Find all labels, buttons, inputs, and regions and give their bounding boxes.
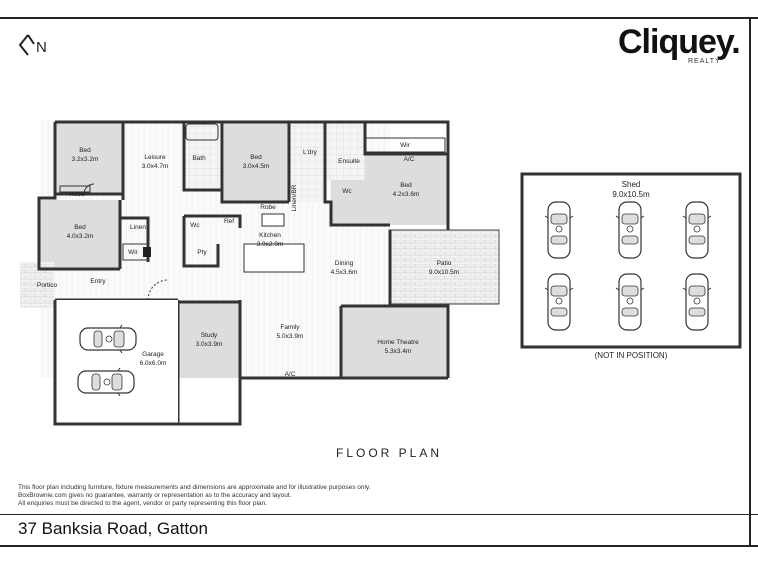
car-icon (544, 273, 574, 331)
room-bed-master-size: 4.2x3.6m (393, 191, 420, 198)
disclaimer: This floor plan including furniture, fix… (18, 484, 371, 508)
room-bed3-name: Bed (74, 224, 86, 231)
car-icon (79, 324, 137, 354)
room-study-size: 3.0x3.9m (196, 341, 223, 348)
room-garage-name: Garage (142, 351, 164, 358)
car-icon (615, 273, 645, 331)
room-wir-master: Wir (400, 142, 411, 149)
room-portico: Portico (37, 282, 58, 289)
room-ref: Ref (224, 218, 234, 225)
car-icon (682, 273, 712, 331)
top-border (0, 17, 758, 19)
room-bed1-size: 3.2x3.2m (72, 156, 99, 163)
room-linen-br: Linen/BR (291, 184, 298, 211)
room-patio-name: Patio (437, 260, 452, 267)
garage-border (53, 300, 178, 426)
bed3-fill (39, 200, 120, 269)
room-garage-size: 6.0x6.0m (140, 360, 167, 367)
room-pantry: Pty (197, 249, 207, 256)
room-bath: Bath (192, 155, 206, 162)
room-robe2: Robe (260, 204, 276, 211)
room-laundry: L'dry (303, 149, 318, 156)
bed2-fill (224, 122, 289, 202)
shed-note: (NOT IN POSITION) (595, 351, 668, 360)
room-kitchen-size: 3.9x2.9m (257, 241, 284, 248)
room-home-theatre-size: 5.3x3.4m (385, 348, 412, 355)
room-bed2-name: Bed (250, 154, 262, 161)
room-wc: Wc (190, 222, 200, 229)
compass-label: N (36, 39, 47, 56)
room-bed3-size: 4.0x3.2m (67, 233, 94, 240)
room-ac-family: A/C (285, 371, 296, 378)
car-icon (682, 201, 712, 259)
room-linen: Linen (130, 224, 146, 231)
car-icon (615, 201, 645, 259)
property-address: 37 Banksia Road, Gatton (18, 519, 208, 538)
room-family-size: 5.0x3.9m (277, 333, 304, 340)
car-icon (77, 367, 135, 397)
ensuite-fill (325, 122, 365, 180)
bottom-border (0, 545, 758, 547)
room-home-theatre-name: Home Theatre (377, 339, 419, 346)
room-leisure-name: Leisure (144, 154, 166, 161)
room-patio-size: 9.0x10.5m (429, 269, 459, 276)
room-leisure-size: 3.0x4.7m (142, 163, 169, 170)
room-bed1-name: Bed (79, 147, 91, 154)
disclaimer-line: All enquiries must be directed to the ag… (18, 500, 267, 507)
room-robe1: Robe (69, 191, 85, 198)
room-bed-master-name: Bed (400, 182, 412, 189)
linen-cupboard (143, 247, 151, 257)
room-bed2-size: 3.0x4.5m (243, 163, 270, 170)
patio-fill (388, 229, 500, 305)
shed-size: 9.0x10.5m (612, 190, 650, 199)
room-wir-bed3: Wir (128, 249, 139, 256)
car-icon (544, 201, 574, 259)
disclaimer-line: This floor plan including furniture, fix… (18, 484, 371, 491)
study-fill (178, 302, 240, 378)
home-theatre-fill (341, 306, 448, 378)
room-ensuite: Ensuite (338, 158, 360, 165)
disclaimer-line: BoxBrownie.com gives no guarantee, warra… (18, 492, 292, 499)
north-arrow-icon: N (18, 34, 47, 56)
room-dining-size: 4.5x3.6m (331, 269, 358, 276)
room-family-name: Family (280, 324, 300, 331)
garage-floor (55, 300, 178, 424)
brand-sub: REALTY (688, 58, 721, 65)
address-divider (0, 514, 758, 515)
room-ac-master: A/C (404, 156, 415, 163)
brand-logo: Cliquey. REALTY (618, 23, 741, 65)
room-wc-ensuite: Wc (342, 188, 352, 195)
room-dining-name: Dining (335, 260, 354, 267)
bath-fill (184, 124, 222, 190)
room-study-name: Study (201, 332, 218, 339)
brand-name: Cliquey. (618, 23, 741, 61)
room-kitchen-name: Kitchen (259, 232, 281, 239)
bed1-fill (55, 122, 123, 194)
laundry-fill (290, 122, 324, 202)
room-entry: Entry (90, 278, 106, 285)
shed-name: Shed (622, 180, 641, 189)
plan-title: FLOOR PLAN (336, 446, 443, 460)
right-border (749, 17, 751, 547)
interior-details (59, 123, 446, 419)
